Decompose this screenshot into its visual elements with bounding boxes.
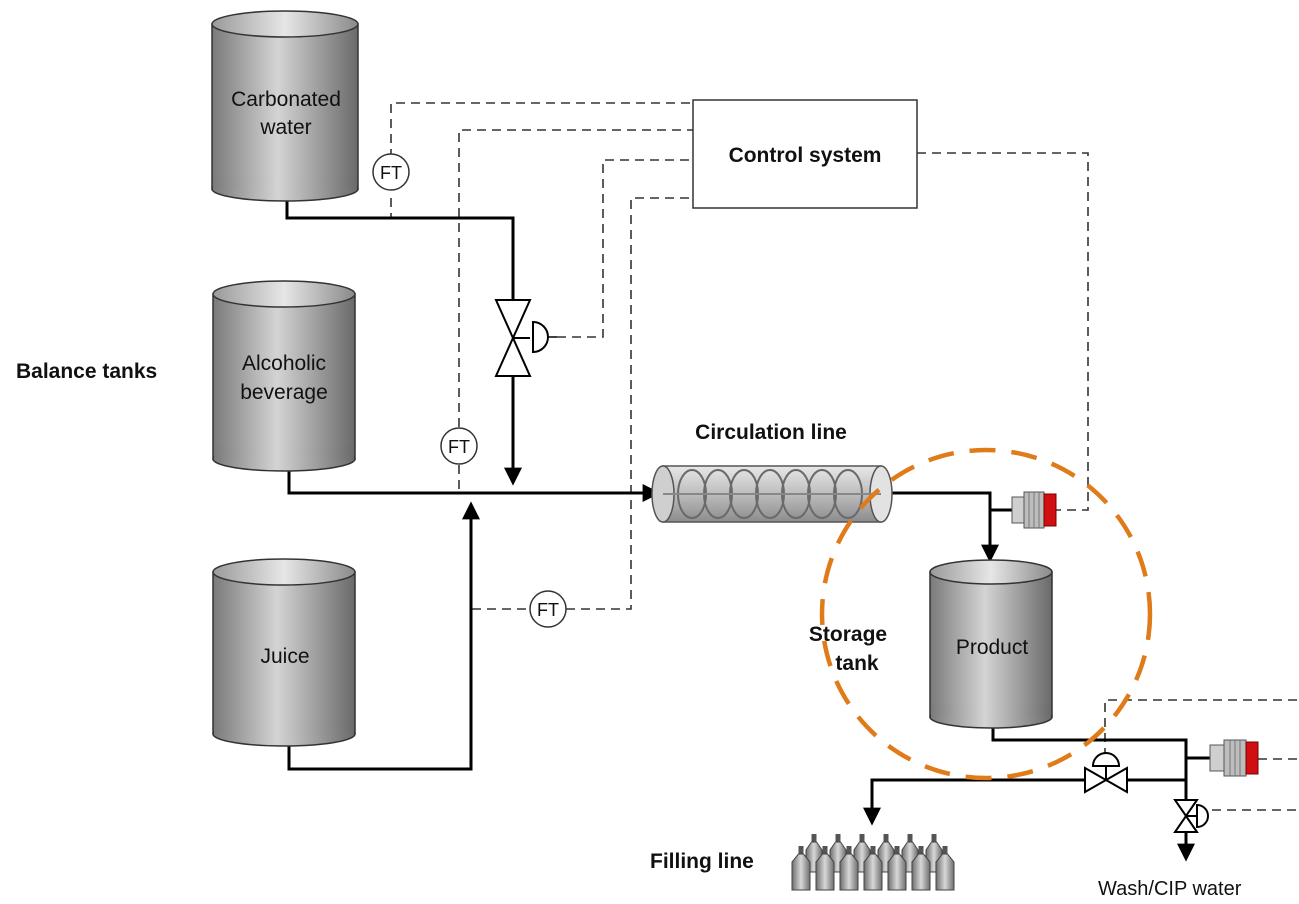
- bottle-icon: [863, 846, 883, 891]
- pipe-carbonated: [285, 191, 515, 300]
- flow-transmitter-2: FT: [440, 427, 478, 465]
- control-valve-filling: [1084, 752, 1128, 794]
- bottle-icon: [935, 846, 955, 891]
- inline-sensor-1: [1011, 491, 1057, 529]
- storage-tank-highlight-circle: [819, 447, 1153, 781]
- bottle-icon: [887, 846, 907, 891]
- process-pipes: [285, 191, 1210, 862]
- flow-transmitter-3: FT: [529, 590, 567, 628]
- signal-line-ft3: [472, 197, 693, 610]
- circulation-line-label: Circulation line: [695, 421, 847, 444]
- circulation-line-mixer: Circulation line: [651, 421, 893, 523]
- signal-lines: [390, 102, 1299, 811]
- filling-line-bottles: [791, 834, 955, 891]
- tank-label: Carbonated: [231, 88, 341, 111]
- ft-label: FT: [537, 600, 559, 620]
- tank-juice: Juice: [212, 558, 356, 747]
- pipe-juice: [287, 501, 480, 771]
- pipe-main-header: [287, 462, 661, 502]
- flow-transmitter-1: FT: [372, 153, 410, 191]
- signal-line-ft1: [390, 102, 693, 158]
- tank-label: water: [259, 116, 311, 139]
- bottle-icon: [911, 846, 931, 891]
- tank-label: Product: [956, 636, 1029, 659]
- filling-line-label: Filling line: [650, 850, 754, 873]
- tank-label: Juice: [260, 645, 309, 668]
- storage-tank-label: tank: [835, 652, 879, 675]
- pipe-to-storage: [885, 491, 999, 563]
- signal-line-ft2: [458, 129, 693, 427]
- signal-line-storage-sensor: [917, 152, 1089, 511]
- tank-label: Alcoholic: [242, 352, 326, 375]
- control-system-label: Control system: [729, 144, 882, 167]
- signal-line-valve: [557, 159, 693, 338]
- storage-tank-label: Storage: [809, 623, 887, 646]
- balance-tanks-label: Balance tanks: [16, 360, 157, 383]
- wash-cip-water-label: Wash/CIP water: [1098, 878, 1242, 900]
- signal-line-bottom-valve: [1104, 699, 1299, 757]
- tank-carbonated-water: Carbonated water: [211, 10, 359, 202]
- control-system-box: Control system: [692, 99, 918, 209]
- bottle-icon: [815, 846, 835, 891]
- control-valve-wash: [1173, 799, 1209, 833]
- ft-label: FT: [448, 437, 470, 457]
- bottle-icon: [839, 846, 859, 891]
- bottle-icon: [791, 846, 811, 891]
- tank-product: Product: [929, 559, 1053, 729]
- tank-alcoholic-beverage: Alcoholic beverage: [212, 280, 356, 472]
- inline-sensor-2: [1209, 739, 1259, 777]
- pipe-filling: [872, 778, 1186, 822]
- tank-label: beverage: [240, 381, 328, 404]
- ft-label: FT: [380, 163, 402, 183]
- control-valve-carbonated: [494, 299, 557, 377]
